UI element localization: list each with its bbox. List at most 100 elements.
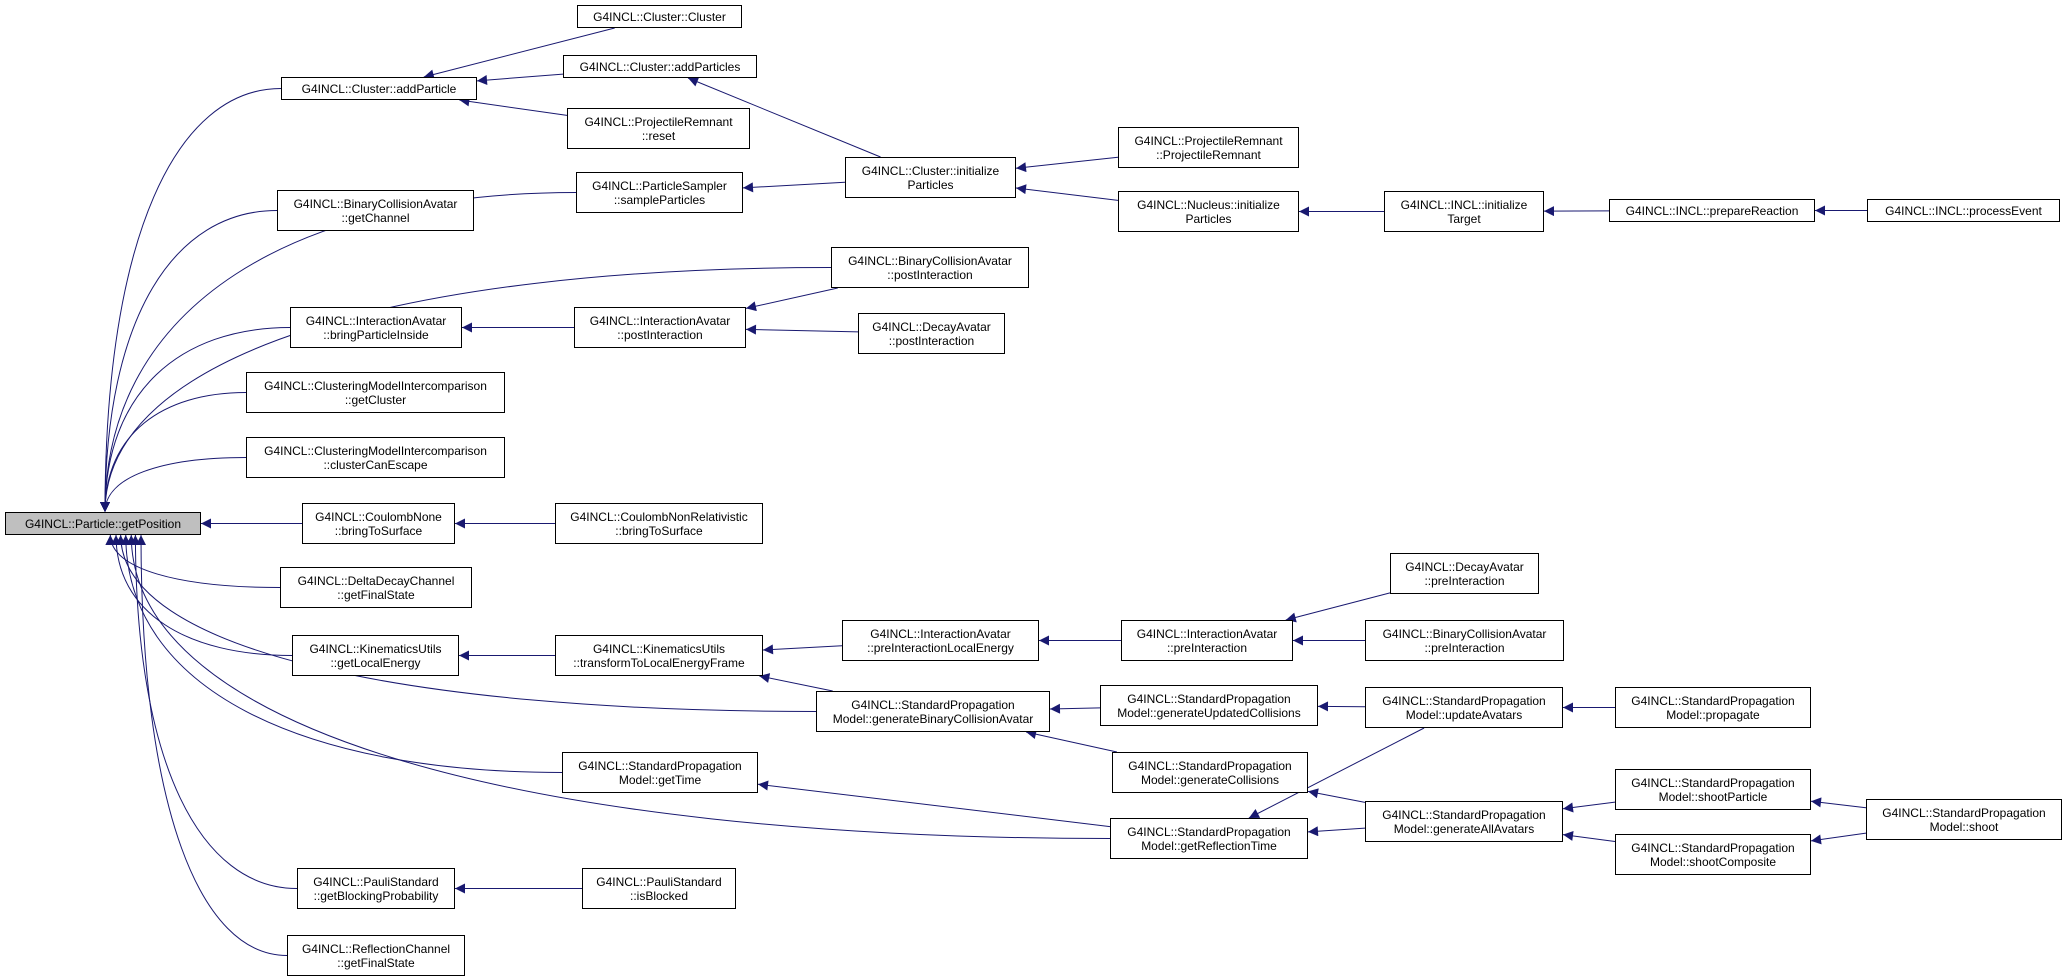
graph-node-kuTransform[interactable]: G4INCL::KinematicsUtils::transformToLoca…: [555, 635, 763, 676]
node-label-line: G4INCL::InteractionAvatar: [589, 313, 731, 328]
edge-clusterInit-to-sampleParticles: [742, 181, 846, 193]
node-label-line: Model::shootComposite: [1649, 854, 1777, 869]
node-label-line: G4INCL::DecayAvatar: [1405, 559, 1524, 574]
node-label-line: G4INCL::KinematicsUtils: [309, 641, 442, 656]
node-label-line: G4INCL::StandardPropagation: [1128, 758, 1292, 773]
node-label-line: G4INCL::StandardPropagation: [1631, 693, 1795, 708]
edge-spmGenCollisions-to-spmGenBCA: [1025, 729, 1118, 753]
graph-node-ddcGetFinalState[interactable]: G4INCL::DeltaDecayChannel::getFinalState: [280, 567, 472, 608]
node-label-line: G4INCL::InteractionAvatar: [305, 313, 447, 328]
graph-node-bcaPostInteraction[interactable]: G4INCL::BinaryCollisionAvatar::postInter…: [831, 247, 1029, 288]
graph-node-psIsBlocked[interactable]: G4INCL::PauliStandard::isBlocked: [582, 868, 736, 909]
graph-node-rcGetFinalState[interactable]: G4INCL::ReflectionChannel::getFinalState: [287, 935, 465, 976]
edge-spmGenAllAvatars-to-spmGenCollisions: [1307, 788, 1366, 803]
edge-projCtor-to-clusterInit: [1015, 156, 1119, 173]
edge-spmShoot-to-spmShootComposite: [1810, 832, 1867, 845]
edge-clusterCtor-to-addParticle: [423, 27, 615, 80]
graph-node-addParticles[interactable]: G4INCL::Cluster::addParticles: [563, 55, 757, 78]
edge-cmiCanEscape-to-getPosition: [100, 457, 247, 513]
node-label-line: G4INCL::InteractionAvatar: [870, 626, 1011, 641]
node-label-line: ::getLocalEnergy: [330, 655, 421, 670]
node-label-line: ::preInteraction: [1424, 640, 1505, 655]
graph-node-kuGetLocalEnergy[interactable]: G4INCL::KinematicsUtils::getLocalEnergy: [292, 635, 459, 676]
graph-node-cnrBringToSurface[interactable]: G4INCL::CoulombNonRelativistic::bringToS…: [555, 503, 763, 544]
edge-spmGetReflection-to-getPosition: [126, 534, 1111, 839]
node-label-line: G4INCL::Cluster::addParticle: [301, 81, 457, 96]
edge-rcGetFinalState-to-getPosition: [136, 534, 288, 956]
graph-node-sampleParticles[interactable]: G4INCL::ParticleSampler::sampleParticles: [576, 172, 743, 213]
edge-daPreInteraction-to-iaPreInteraction: [1285, 592, 1391, 623]
node-label-line: ::isBlocked: [629, 888, 689, 903]
graph-node-daPreInteraction[interactable]: G4INCL::DecayAvatar::preInteraction: [1390, 553, 1539, 594]
edge-iaBringInside-to-getPosition: [100, 327, 291, 513]
graph-node-iaPostInteraction[interactable]: G4INCL::InteractionAvatar::postInteracti…: [574, 307, 746, 348]
edge-bcaPostInteraction-to-iaPostInteraction: [745, 287, 838, 312]
node-label-line: G4INCL::ProjectileRemnant: [1134, 133, 1283, 148]
graph-node-projReset[interactable]: G4INCL::ProjectileRemnant::reset: [567, 108, 750, 149]
edge-addParticle-to-getPosition: [100, 88, 282, 513]
edge-spmUpdateAvatars-to-spmGetReflection: [1248, 727, 1425, 819]
node-label-line: ::preInteraction: [1166, 640, 1248, 655]
graph-node-cmiGetCluster[interactable]: G4INCL::ClusteringModelIntercomparison::…: [246, 372, 505, 413]
node-label-line: G4INCL::DecayAvatar: [872, 319, 991, 334]
node-label-line: G4INCL::StandardPropagation: [1882, 805, 2046, 820]
graph-node-iaPreIntLocal[interactable]: G4INCL::InteractionAvatar::preInteractio…: [842, 620, 1039, 661]
node-label-line: ::bringParticleInside: [323, 327, 429, 342]
graph-node-daPostInteraction[interactable]: G4INCL::DecayAvatar::postInteraction: [858, 313, 1005, 354]
graph-node-processEvent[interactable]: G4INCL::INCL::processEvent: [1867, 199, 2060, 222]
edge-spmGenAllAvatars-to-spmGetReflection: [1307, 826, 1366, 837]
node-label-line: ::bringToSurface: [615, 523, 703, 538]
node-label-line: G4INCL::StandardPropagation: [1631, 840, 1795, 855]
edge-bcaGetChannel-to-getPosition: [100, 210, 278, 513]
graph-node-addParticle[interactable]: G4INCL::Cluster::addParticle: [281, 77, 477, 100]
graph-node-clusterCtor[interactable]: G4INCL::Cluster::Cluster: [577, 5, 742, 28]
node-label-line: Particles: [907, 177, 954, 192]
node-label-line: ::sampleParticles: [613, 192, 706, 207]
node-label-line: G4INCL::Cluster::addParticles: [579, 59, 741, 74]
node-label-line: G4INCL::Nucleus::initialize: [1137, 197, 1280, 212]
graph-node-iaBringInside[interactable]: G4INCL::InteractionAvatar::bringParticle…: [290, 307, 462, 348]
edge-clusterInit-to-addParticles: [687, 77, 881, 158]
graph-node-bcaPreInteraction[interactable]: G4INCL::BinaryCollisionAvatar::preIntera…: [1365, 620, 1564, 661]
node-label-line: Model::shoot: [1929, 819, 1999, 834]
graph-node-psGetBlocking[interactable]: G4INCL::PauliStandard::getBlockingProbab…: [297, 868, 455, 909]
node-label-line: G4INCL::INCL::processEvent: [1885, 203, 2042, 218]
node-label-line: G4INCL::INCL::prepareReaction: [1625, 203, 1799, 218]
graph-node-iaPreInteraction[interactable]: G4INCL::InteractionAvatar::preInteractio…: [1121, 620, 1293, 661]
graph-node-cnBringToSurface[interactable]: G4INCL::CoulombNone::bringToSurface: [302, 503, 455, 544]
node-label-line: G4INCL::PauliStandard: [596, 874, 722, 889]
node-label-line: ::postInteraction: [888, 333, 975, 348]
node-label-line: ::reset: [641, 128, 676, 143]
edge-cmiGetCluster-to-getPosition: [100, 392, 247, 513]
edge-daPostInteraction-to-iaPostInteraction: [745, 324, 859, 335]
edge-spmGetTime-to-getPosition: [120, 534, 563, 773]
graph-node-cmiCanEscape[interactable]: G4INCL::ClusteringModelIntercomparison::…: [246, 437, 505, 478]
node-label-line: G4INCL::StandardPropagation: [1127, 691, 1291, 706]
node-label-line: ::clusterCanEscape: [323, 457, 428, 472]
graph-node-bcaGetChannel[interactable]: G4INCL::BinaryCollisionAvatar::getChanne…: [277, 190, 474, 231]
edge-kuGetLocalEnergy-to-getPosition: [111, 534, 293, 656]
node-label-line: G4INCL::BinaryCollisionAvatar: [1382, 626, 1547, 641]
graph-node-prepareReaction[interactable]: G4INCL::INCL::prepareReaction: [1609, 199, 1815, 222]
node-label-line: G4INCL::StandardPropagation: [851, 697, 1015, 712]
edge-spmShootComposite-to-spmGenAllAvatars: [1562, 830, 1616, 843]
node-label-line: G4INCL::KinematicsUtils: [592, 641, 726, 656]
graph-node-projCtor[interactable]: G4INCL::ProjectileRemnant::ProjectileRem…: [1118, 127, 1299, 168]
node-label-line: ::transformToLocalEnergyFrame: [573, 655, 745, 670]
node-label-line: G4INCL::ReflectionChannel: [301, 941, 451, 956]
